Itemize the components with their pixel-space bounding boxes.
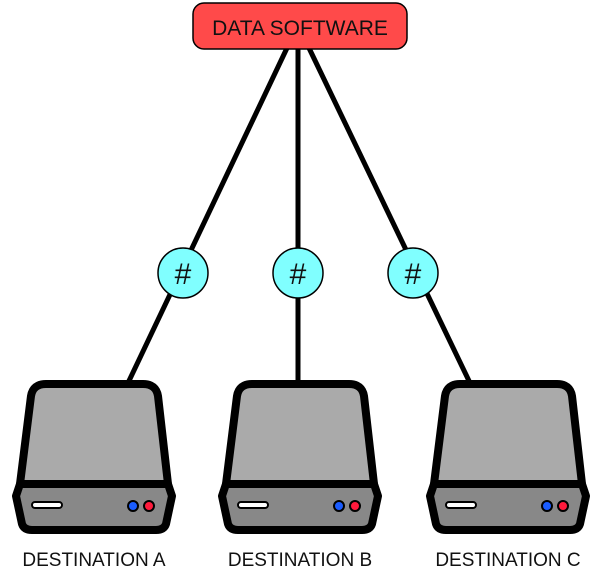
hub-b: # (272, 247, 324, 299)
destination-a-label: DESTINATION A (22, 550, 166, 571)
source-label: DATA SOFTWARE (212, 17, 388, 40)
drive-icon-b (222, 384, 378, 530)
connector-a (125, 46, 290, 385)
source-node: DATA SOFTWARE (192, 2, 408, 50)
hub-a-symbol: # (175, 258, 192, 291)
destination-c-label: DESTINATION C (435, 550, 580, 571)
drive-icon-c (430, 384, 586, 530)
hub-c: # (387, 247, 439, 299)
destination-b-label: DESTINATION B (228, 550, 372, 571)
hub-c-symbol: # (405, 258, 422, 291)
hub-a: # (157, 247, 209, 299)
drive-icon-a (16, 384, 172, 530)
connector-c (306, 46, 473, 385)
hub-b-symbol: # (290, 258, 307, 291)
